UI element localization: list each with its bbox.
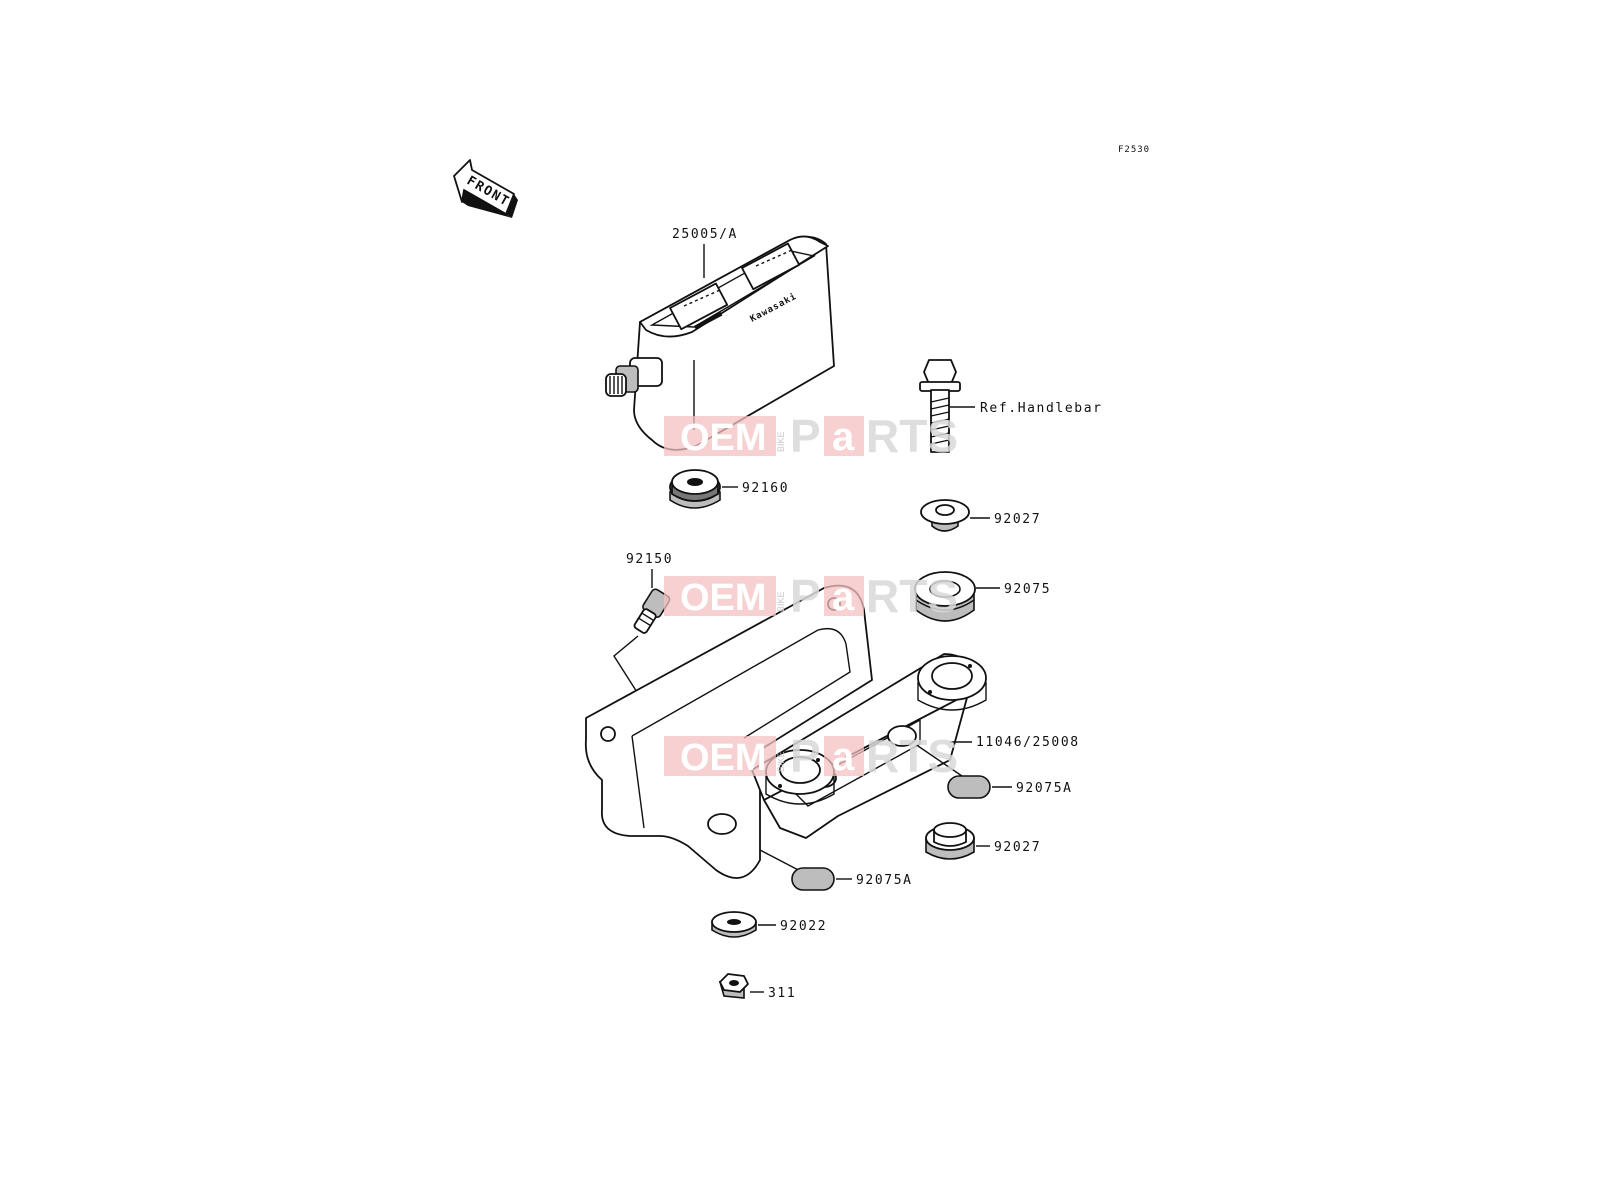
collar-bottom[interactable]: 92027 (925, 822, 1041, 860)
bulb-socket[interactable]: 92150 (613, 552, 673, 701)
speedometer-assembly[interactable]: Kawasaki 25005/A (605, 227, 835, 451)
washer-callout: 92022 (780, 919, 827, 934)
watermark-3: OEM BIKE P a RTS (664, 730, 958, 782)
watermark-1: OEM BIKE P a RTS (664, 410, 958, 462)
bolt-callout: Ref.Handlebar (980, 401, 1103, 416)
watermark-oem: OEM (680, 577, 767, 619)
collar-top[interactable]: 92027 (920, 499, 1041, 532)
hex-nut[interactable]: 311 (718, 973, 796, 1001)
watermark-oem: OEM (680, 737, 767, 779)
watermark-oem: OEM (680, 417, 767, 459)
cable-socket (605, 357, 663, 397)
figure-code: F2530 (1118, 145, 1150, 155)
small-damper-left[interactable]: 92075A (759, 849, 913, 891)
watermark-2: OEM BIKE P a RTS (664, 570, 958, 622)
nut-callout: 311 (768, 986, 796, 1001)
front-arrow-icon: FRONT (453, 159, 518, 218)
watermark-rts: RTS (866, 410, 958, 462)
watermark-p: P (790, 570, 821, 622)
grommet-top[interactable]: 92160 (669, 469, 789, 509)
bracket-callout: 11046/25008 (976, 735, 1080, 750)
watermark-rts: RTS (866, 730, 958, 782)
watermark-bike: BIKE (776, 431, 786, 452)
speedometer-callout: 25005/A (672, 227, 738, 242)
washer[interactable]: 92022 (711, 911, 827, 938)
watermark-bike: BIKE (776, 751, 786, 772)
meter-bracket[interactable]: 11046/25008 (584, 584, 1080, 879)
small-damper-left-callout: 92075A (856, 873, 913, 888)
grommet-top-callout: 92160 (742, 481, 789, 496)
watermark-bike: BIKE (776, 591, 786, 612)
socket-callout: 92150 (626, 552, 673, 567)
watermark-a: a (832, 735, 855, 779)
watermark-p: P (790, 730, 821, 782)
collar-bottom-callout: 92027 (994, 840, 1041, 855)
mounting-bolt[interactable]: Ref.Handlebar (919, 359, 1103, 453)
watermark-a: a (832, 415, 855, 459)
small-damper-right-callout: 92075A (1016, 781, 1073, 796)
small-damper-right[interactable]: 92075A (917, 745, 1073, 799)
rubber-damper[interactable]: 92075 (914, 571, 1051, 622)
collar-top-callout: 92027 (994, 512, 1041, 527)
watermark-p: P (790, 410, 821, 462)
watermark-rts: RTS (866, 570, 958, 622)
damper-callout: 92075 (1004, 582, 1051, 597)
watermark-a: a (832, 575, 855, 619)
